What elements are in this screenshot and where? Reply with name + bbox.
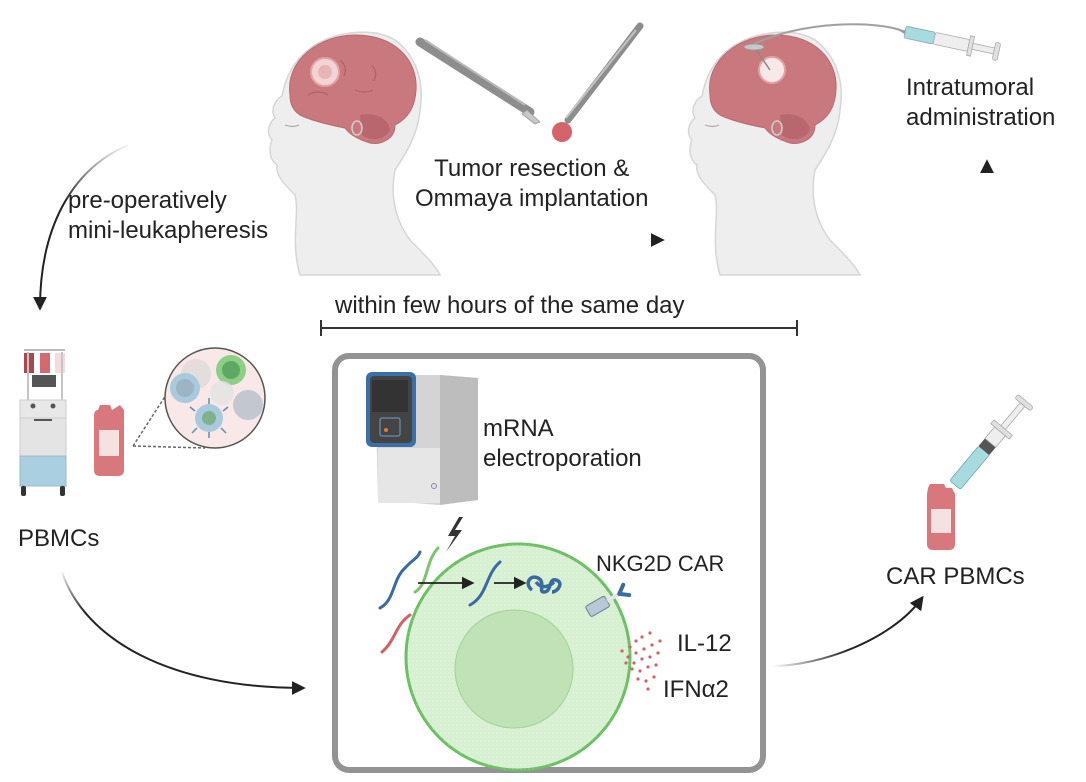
electroporation-label-line1: mRNA: [483, 415, 554, 442]
syringe-icon: [950, 394, 1033, 490]
electroporation-label: mRNA electroporation: [483, 414, 642, 474]
cytokine-dot: [652, 675, 656, 679]
apheresis-machine-icon: [19, 349, 67, 496]
cytokine-dot: [624, 661, 628, 665]
patient-head-with-brain-tumor-icon: [267, 31, 442, 276]
cytokine-dot: [640, 657, 644, 661]
cytokine-dot: [626, 655, 630, 659]
il12-label: IL-12: [677, 630, 732, 657]
electroporation-device-icon: [366, 372, 478, 505]
pbmc-magnified-circle-icon: [132, 347, 266, 449]
cytokine-dot: [658, 639, 662, 643]
folded-protein-icon: [526, 575, 562, 594]
resection-label: Tumor resection & Ommaya implantation: [415, 154, 648, 214]
car-pbmcs-label: CAR PBMCs: [886, 563, 1025, 590]
intratumoral-label-line2: administration: [906, 104, 1056, 131]
cytokine-dot: [634, 651, 638, 655]
leukapheresis-label-line2: mini-leukapheresis: [68, 217, 269, 244]
leukapheresis-label: pre-operatively mini-leukapheresis: [68, 186, 268, 246]
cytokine-dot: [644, 679, 648, 683]
intratumoral-label: Intratumoral administration: [906, 73, 1055, 133]
forceps-with-tumor-icon: [552, 22, 644, 142]
lightning-bolt-icon: [446, 517, 463, 552]
cytokine-dot: [620, 649, 624, 653]
pbmc-to-process-arrow: [61, 571, 306, 695]
cytokine-dot: [634, 639, 638, 643]
scalpel-icon: [415, 37, 541, 125]
cytokine-dot: [632, 661, 636, 665]
cytokine-dot: [646, 665, 650, 669]
cytokine-dot: [628, 645, 632, 649]
cytokine-dot: [648, 655, 652, 659]
process-to-car-pbmc-arrow: [771, 595, 924, 667]
ifn-label: IFNα2: [663, 676, 729, 703]
car-pbmc-blood-bag-icon: [927, 484, 955, 550]
mrna-strands-icon: [378, 546, 502, 654]
cytokine-dots-icon: [620, 631, 662, 691]
blood-bag-icon: [94, 405, 124, 476]
electroporation-label-line2: electroporation: [483, 445, 642, 472]
resection-label-line2: Ommaya implantation: [415, 185, 649, 212]
syringe-icon: [899, 26, 1001, 61]
resection-label-line1: Tumor resection &: [434, 155, 630, 182]
leukapheresis-arrow: [33, 144, 129, 311]
car-receptor-icon: [585, 582, 632, 617]
cytokine-dot: [656, 651, 660, 655]
intratumoral-label-line1: Intratumoral: [906, 74, 1035, 101]
patient-head-with-ommaya-catheter-icon: [687, 23, 906, 276]
timeline-bracket: [320, 320, 798, 336]
timeline-label: within few hours of the same day: [335, 292, 685, 319]
cytokine-dot: [650, 643, 654, 647]
cytokine-dot: [638, 669, 642, 673]
cytokine-dot: [642, 647, 646, 651]
cytokine-dot: [648, 631, 652, 635]
pbmcs-label: PBMCs: [18, 525, 100, 552]
car-label: NKG2D CAR: [596, 551, 725, 576]
cytokine-dot: [636, 677, 640, 681]
cytokine-dot: [640, 635, 644, 639]
cytokine-dot: [646, 687, 650, 691]
cytokine-dot: [630, 667, 634, 671]
cytokine-dot: [654, 663, 658, 667]
leukapheresis-label-line1: pre-operatively: [68, 187, 227, 214]
